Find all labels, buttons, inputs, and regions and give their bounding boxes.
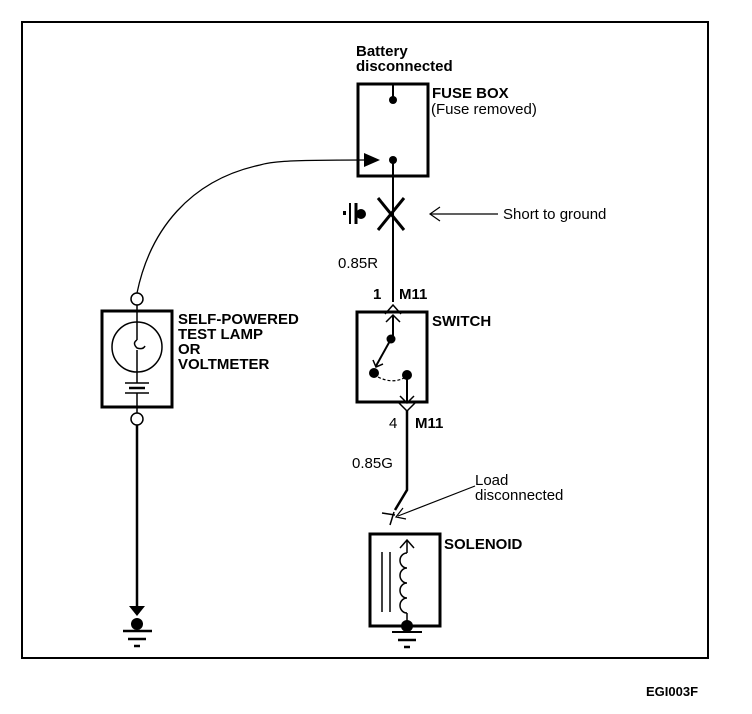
solenoid-ground-icon [392,620,422,649]
test-lamp-probe-lead [136,159,365,294]
solenoid-label: SOLENOID [444,536,523,553]
solenoid-symbol [368,532,442,628]
switch-connector-top-pin: 1 [373,286,382,303]
diagram-frame [21,21,709,659]
switch-label: SWITCH [432,313,492,330]
wire-label-0.85R: 0.85R [338,255,379,272]
load-disconnected-arrow [394,485,476,520]
wire-0.85G [393,410,409,511]
test-lamp-symbol [100,292,174,426]
battery-disconnected-label: Battery disconnected [356,43,453,75]
load-disconnect-symbol [381,511,396,526]
figure-code: EGI003F [646,684,699,699]
short-to-ground-label: Short to ground [503,206,607,223]
switch-connector-top-name: M11 [399,286,428,303]
switch-symbol [355,303,429,413]
fuse-removed-note: (Fuse removed) [431,101,537,118]
fuse-box-label: FUSE BOX [432,85,509,102]
load-disconnected-label: Load disconnected [475,472,564,504]
switch-connector-bottom-name: M11 [415,415,444,432]
test-lamp-label: SELF-POWERED TEST LAMP OR VOLTMETER [178,311,299,373]
short-to-ground-symbol [343,197,406,231]
short-to-ground-arrow [428,206,498,222]
test-lamp-ground-icon [123,606,152,648]
switch-connector-bottom-pin: 4 [389,415,398,432]
wire-label-0.85G: 0.85G [352,455,393,472]
